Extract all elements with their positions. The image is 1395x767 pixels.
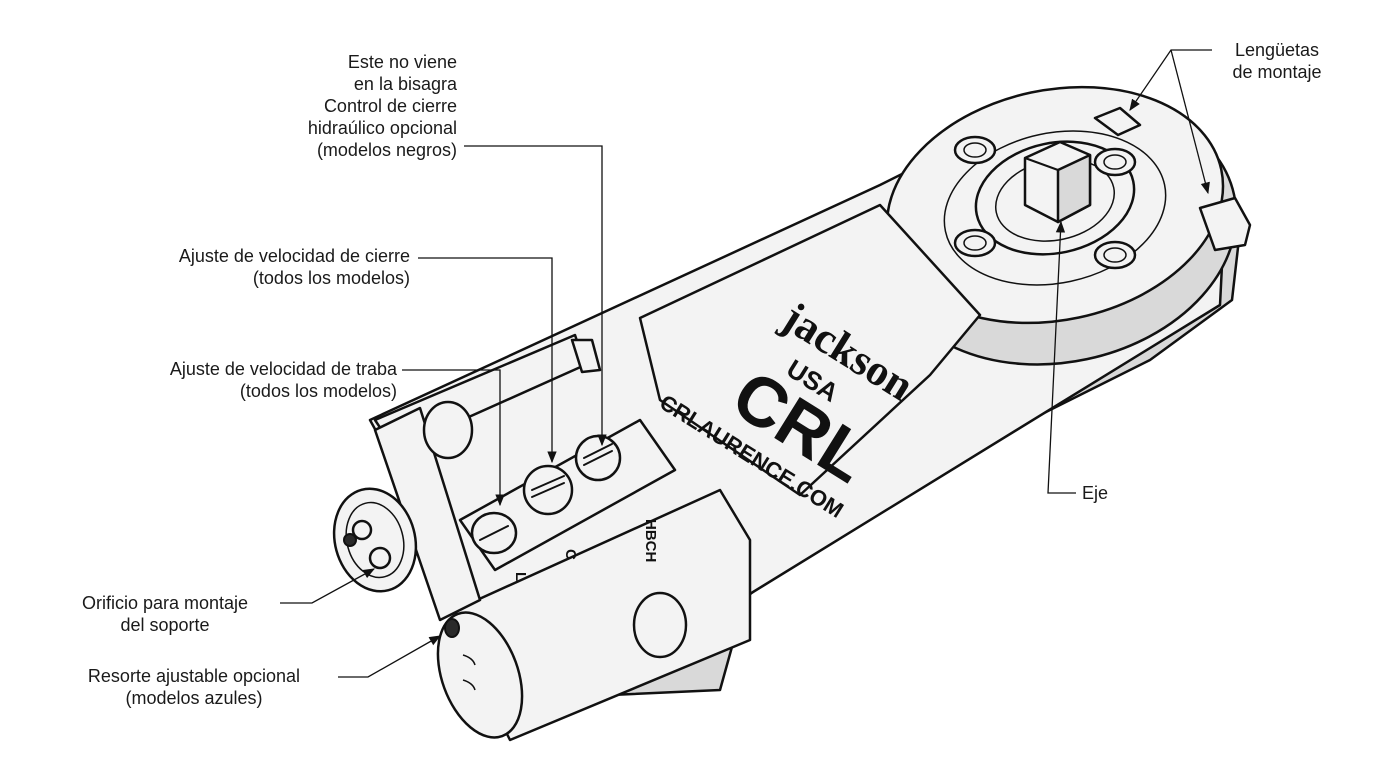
spindle (1023, 140, 1092, 224)
bracket-hole-label: Orificio para montaje del soporte (81, 593, 249, 635)
closing-speed-leader (418, 257, 557, 464)
logo-plate: jackson USA CRL CRLAURENCE.COM (638, 203, 982, 523)
spring-leader (338, 635, 442, 678)
hbch-leader (464, 145, 607, 447)
l-marking: L (512, 572, 529, 581)
leader-lines (280, 49, 1212, 678)
axle-leader (1047, 220, 1076, 494)
axle-label: Eje (1082, 483, 1109, 503)
bracket-hole-leader (280, 568, 376, 604)
c-marking: C (562, 549, 579, 560)
latch-speed-label: Ajuste de velocidad de traba (todos los … (169, 359, 397, 401)
hbch-label: Este no viene en la bisagra Control de c… (307, 52, 457, 160)
hbch-marking: HBCH (642, 519, 659, 562)
latch-speed-leader (402, 369, 505, 507)
tabs-leader-2 (1170, 49, 1210, 195)
closing-speed-label: Ajuste de velocidad de cierre (todos los… (178, 246, 410, 288)
valve-housing: HBCH C L (332, 400, 752, 742)
mounting-tabs (1093, 106, 1252, 252)
tabs-label: Lengüetas de montaje (1232, 40, 1322, 82)
spring-label: Resorte ajustable opcional (modelos azul… (87, 666, 301, 708)
